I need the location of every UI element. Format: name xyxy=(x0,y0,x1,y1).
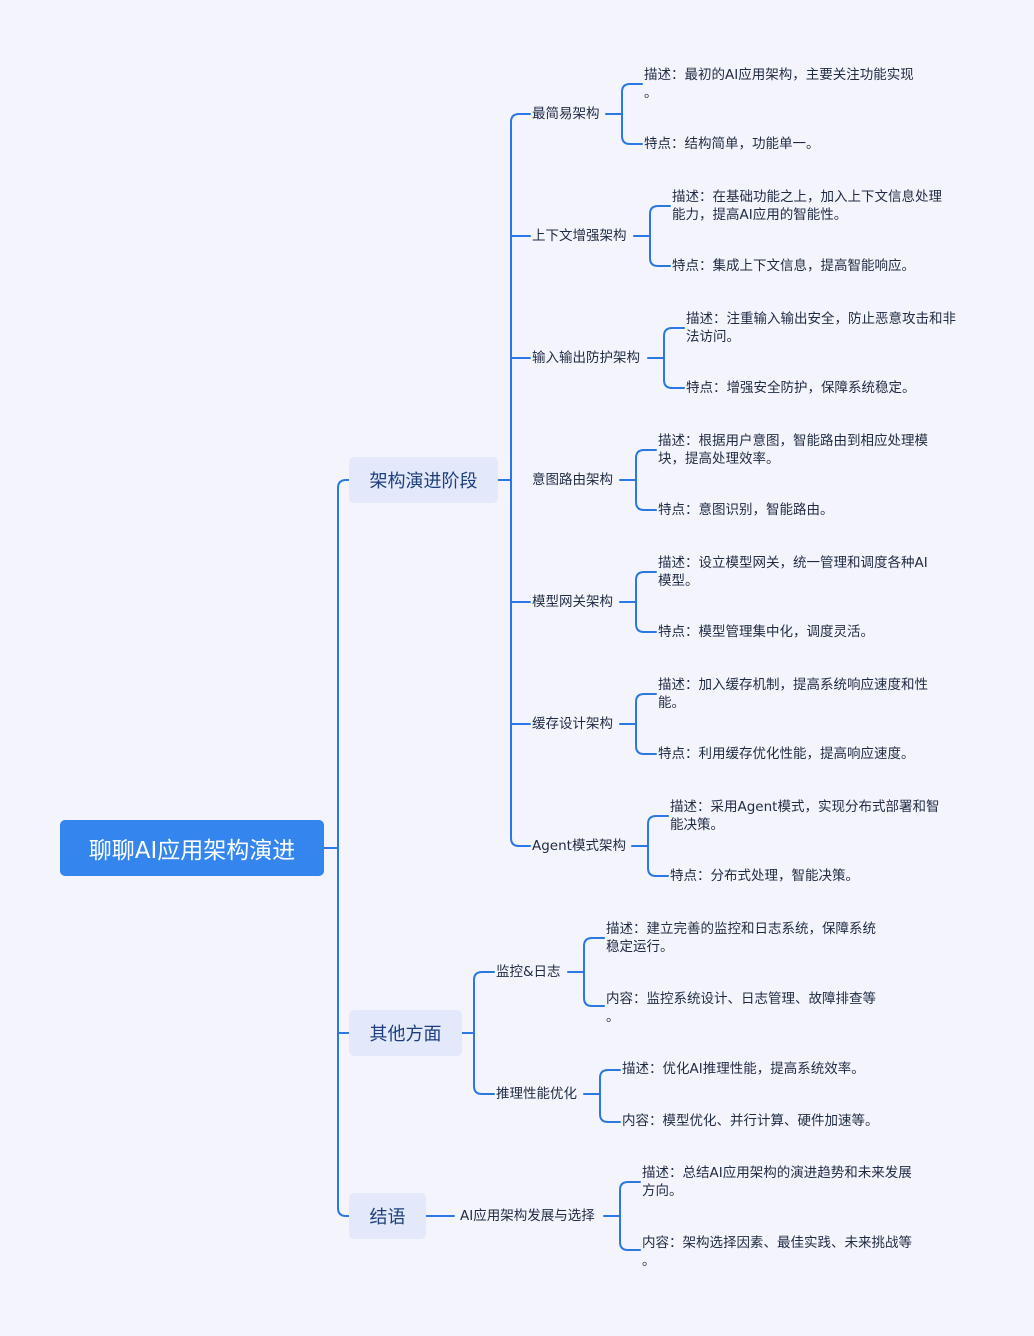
node-agent-mode-architecture[interactable]: Agent模式架构 xyxy=(532,838,626,854)
leaf-feature[interactable]: 特点：结构简单，功能单一。 xyxy=(644,136,820,152)
leaf-description[interactable]: 描述：在基础功能之上，加入上下文信息处理 能力，提高AI应用的智能性。 xyxy=(672,189,942,223)
leaf-content[interactable]: 内容：模型优化、并行计算、硬件加速等。 xyxy=(622,1113,879,1129)
leaf-feature[interactable]: 特点：意图识别，智能路由。 xyxy=(658,502,834,518)
node-inference-optimization[interactable]: 推理性能优化 xyxy=(496,1086,577,1102)
node-ai-architecture-development[interactable]: AI应用架构发展与选择 xyxy=(460,1208,595,1224)
leaf-description[interactable]: 描述：加入缓存机制，提高系统响应速度和性 能。 xyxy=(658,677,928,711)
node-context-enhanced-architecture[interactable]: 上下文增强架构 xyxy=(532,228,627,244)
node-simplest-architecture[interactable]: 最简易架构 xyxy=(532,106,600,122)
root-topic[interactable]: 聊聊AI应用架构演进 xyxy=(60,820,324,876)
leaf-description[interactable]: 描述：注重输入输出安全，防止恶意攻击和非 法访问。 xyxy=(686,311,956,345)
node-cache-design-architecture[interactable]: 缓存设计架构 xyxy=(532,716,613,732)
leaf-feature[interactable]: 特点：分布式处理，智能决策。 xyxy=(670,868,859,884)
leaf-content[interactable]: 内容：架构选择因素、最佳实践、未来挑战等 。 xyxy=(642,1235,912,1269)
node-intent-routing-architecture[interactable]: 意图路由架构 xyxy=(532,472,613,488)
leaf-description[interactable]: 描述：优化AI推理性能，提高系统效率。 xyxy=(622,1061,865,1077)
leaf-feature[interactable]: 特点：利用缓存优化性能，提高响应速度。 xyxy=(658,746,915,762)
leaf-description[interactable]: 描述：设立模型网关，统一管理和调度各种AI 模型。 xyxy=(658,555,928,589)
node-io-protection-architecture[interactable]: 输入输出防护架构 xyxy=(532,350,640,366)
leaf-description[interactable]: 描述：根据用户意图，智能路由到相应处理模 块，提高处理效率。 xyxy=(658,433,928,467)
level1-spine xyxy=(337,479,350,1217)
leaf-feature[interactable]: 特点：模型管理集中化，调度灵活。 xyxy=(658,624,874,640)
branch-architecture-stages[interactable]: 架构演进阶段 xyxy=(349,457,498,503)
leaf-feature[interactable]: 特点：增强安全防护，保障系统稳定。 xyxy=(686,380,916,396)
node-monitoring-logging[interactable]: 监控&日志 xyxy=(496,964,561,980)
branch-other-aspects[interactable]: 其他方面 xyxy=(349,1010,462,1056)
leaf-content[interactable]: 内容：监控系统设计、日志管理、故障排查等 。 xyxy=(606,991,876,1025)
leaf-feature[interactable]: 特点：集成上下文信息，提高智能响应。 xyxy=(672,258,915,274)
node-model-gateway-architecture[interactable]: 模型网关架构 xyxy=(532,594,613,610)
leaf-description[interactable]: 描述：最初的AI应用架构，主要关注功能实现 。 xyxy=(644,67,914,101)
leaf-description[interactable]: 描述：总结AI应用架构的演进趋势和未来发展 方向。 xyxy=(642,1165,912,1199)
branch-conclusion[interactable]: 结语 xyxy=(349,1193,426,1239)
leaf-description[interactable]: 描述：采用Agent模式，实现分布式部署和智 能决策。 xyxy=(670,799,940,833)
leaf-description[interactable]: 描述：建立完善的监控和日志系统，保障系统 稳定运行。 xyxy=(606,921,876,955)
